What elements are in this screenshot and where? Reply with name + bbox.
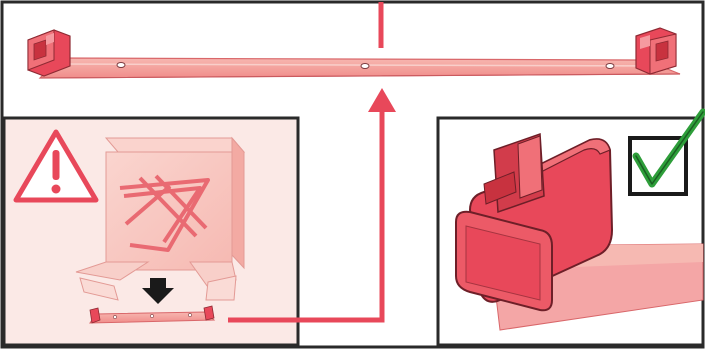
rail-hole xyxy=(606,64,614,69)
right-end-cap xyxy=(636,28,676,74)
rail-hole xyxy=(361,64,369,69)
rail-hole xyxy=(117,63,125,68)
